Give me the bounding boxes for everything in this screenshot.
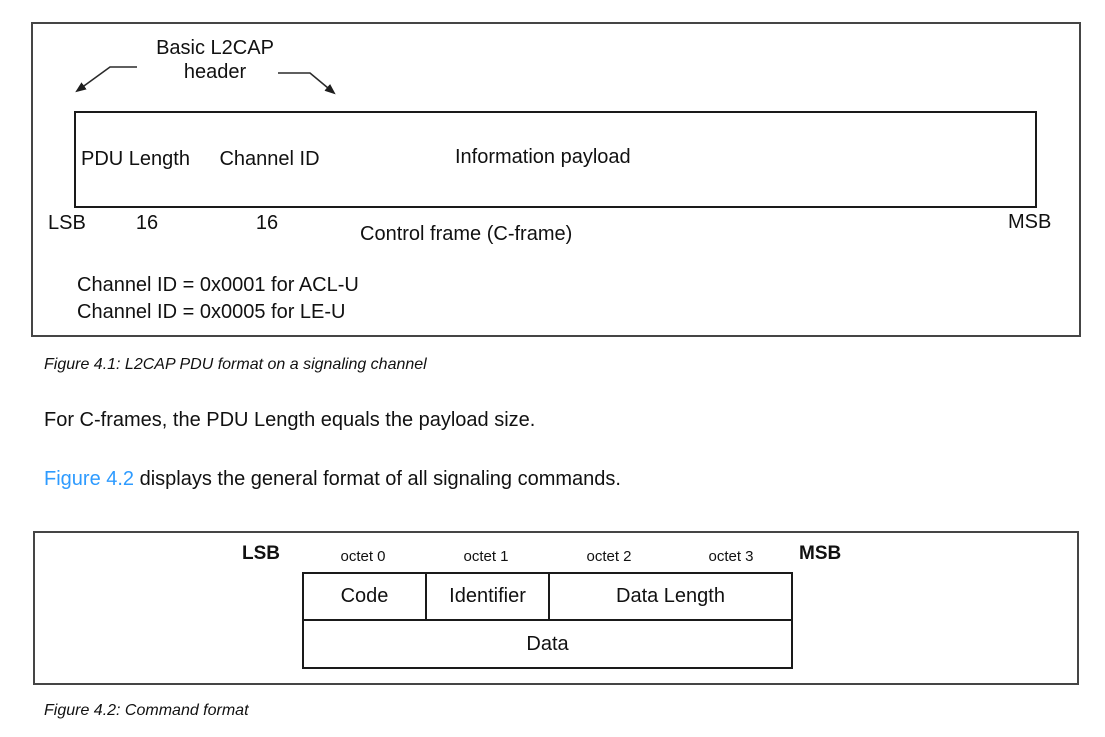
command-table-row-1: Code Identifier Data Length	[304, 574, 791, 621]
information-payload-field-box	[340, 111, 1037, 208]
octet-1-label: octet 1	[463, 548, 509, 565]
channel-id-note-acl: Channel ID = 0x0001 for ACL-U	[77, 274, 359, 296]
information-payload-field-label: Information payload	[455, 146, 631, 168]
paragraph-c-frames: For C-frames, the PDU Length equals the …	[44, 409, 536, 431]
pdu-length-field-box: PDU Length	[74, 111, 215, 208]
figure-4-1-msb-label: MSB	[1008, 211, 1052, 233]
control-frame-label: Control frame (C-frame)	[360, 223, 573, 245]
pdu-length-bit-width-label: 16	[135, 212, 159, 234]
octet-3-label: octet 3	[708, 548, 754, 565]
code-cell: Code	[304, 574, 427, 619]
paragraph-figure-4-2: Figure 4.2 displays the general format o…	[44, 468, 621, 491]
data-cell: Data	[526, 632, 569, 655]
channel-id-note-le: Channel ID = 0x0005 for LE-U	[77, 301, 346, 323]
figure-4-2-link[interactable]: Figure 4.2	[44, 468, 135, 490]
figure-4-2-lsb-label: LSB	[242, 543, 280, 564]
basic-l2cap-header-callout-line1: Basic L2CAP	[156, 37, 274, 59]
figure-4-2-caption: Figure 4.2: Command format	[44, 702, 249, 719]
pdu-length-field-label: PDU Length	[81, 148, 190, 170]
octet-0-label: octet 0	[340, 548, 386, 565]
command-format-table: Code Identifier Data Length Data	[302, 572, 793, 669]
octet-2-label: octet 2	[586, 548, 632, 565]
channel-id-field-label: Channel ID	[219, 148, 320, 170]
paragraph-figure-4-2-rest: displays the general format of all signa…	[134, 468, 621, 490]
figure-4-1-lsb-label: LSB	[48, 212, 86, 234]
channel-id-bit-width-label: 16	[255, 212, 279, 234]
figure-4-1-caption: Figure 4.1: L2CAP PDU format on a signal…	[44, 356, 427, 373]
figure-4-2-msb-label: MSB	[799, 543, 842, 564]
identifier-cell: Identifier	[427, 574, 550, 619]
channel-id-field-box: Channel ID	[211, 111, 342, 208]
data-length-cell: Data Length	[616, 585, 725, 607]
basic-l2cap-header-callout-line2: header	[183, 61, 247, 83]
